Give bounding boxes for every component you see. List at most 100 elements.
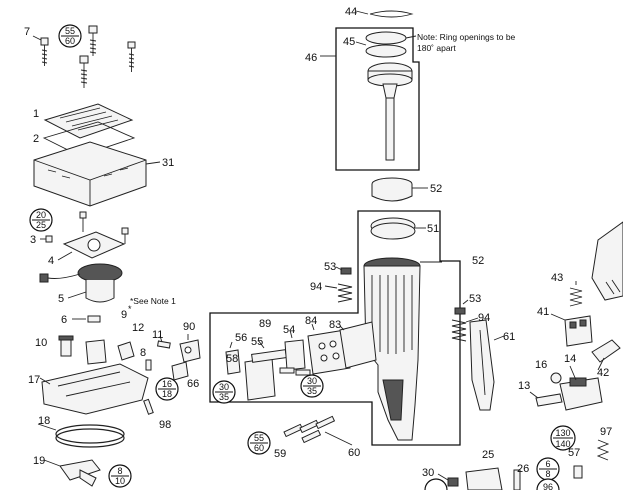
nosepiece-top-right [591, 221, 623, 301]
label-52-top: 52 [430, 183, 442, 195]
label-17: 17 [28, 374, 40, 386]
plate-4 [57, 231, 126, 261]
label-13: 13 [518, 380, 530, 392]
label-5: 5 [58, 293, 64, 305]
svg-text:60: 60 [254, 443, 264, 453]
svg-text:8: 8 [545, 469, 550, 479]
sleeve-9 [85, 339, 107, 365]
ratio-badge-30-35-left: 30 35 [212, 380, 236, 404]
fan-19 [43, 459, 101, 487]
label-59: 59 [274, 448, 286, 460]
label-26: 26 [517, 463, 529, 475]
ratio-badge-bottom-center [424, 478, 448, 490]
label-53-left: 53 [324, 261, 336, 273]
svg-text:18: 18 [162, 389, 172, 399]
label-66: 66 [187, 378, 199, 390]
o-rings-45 [355, 31, 417, 58]
label-44: 44 [345, 6, 357, 18]
svg-text:35: 35 [219, 392, 229, 402]
ratio-badge-6-8: 6 8 [536, 457, 560, 481]
ratio-badge-20-25: 20 25 [29, 208, 53, 232]
svg-text:30: 30 [219, 382, 229, 392]
ring-18 [37, 423, 125, 448]
feeder-parts [225, 321, 377, 401]
label-94-right: 94 [478, 312, 490, 324]
label-46: 46 [305, 52, 317, 64]
label-55: 55 [251, 336, 263, 348]
label-58: 58 [226, 353, 238, 365]
ring-note-line1: Note: Ring openings to be [417, 32, 516, 42]
spring-97 [596, 439, 610, 461]
motor-5 [39, 263, 123, 303]
label-12: 12 [132, 322, 144, 334]
label-53-right: 53 [469, 293, 481, 305]
label-89: 89 [259, 318, 271, 330]
pin-11 [156, 335, 171, 349]
label-52-right: 52 [472, 255, 484, 267]
svg-text:60: 60 [65, 36, 75, 46]
label-10: 10 [35, 337, 47, 349]
svg-text:55: 55 [65, 26, 75, 36]
svg-text:96: 96 [543, 482, 553, 490]
ratio-badge-130-140: 130 140 [550, 425, 576, 451]
label-98: 98 [159, 419, 171, 431]
ratio-badge-55-60-top: 55 60 [58, 24, 82, 48]
label-16: 16 [535, 359, 547, 371]
label-19: 19 [33, 455, 45, 467]
label-11: 11 [152, 329, 163, 341]
plug-53-left [335, 266, 352, 275]
svg-text:6: 6 [545, 459, 550, 469]
bottom-parts [437, 467, 521, 490]
base-17 [39, 363, 149, 415]
label-25: 25 [482, 449, 494, 461]
lever-42 [591, 339, 621, 371]
ratio-badge-30-35-right: 30 35 [300, 374, 324, 398]
spring-94-left [324, 283, 353, 303]
label-94-left: 94 [310, 281, 322, 293]
piston-driver-46 [320, 55, 413, 161]
label-2: 2 [33, 133, 39, 145]
ring-note-line2: 180˚ apart [417, 43, 456, 53]
svg-text:16: 16 [162, 379, 172, 389]
label-6: 6 [61, 314, 67, 326]
label-56: 56 [235, 332, 247, 344]
box-cylinder-assembly [209, 210, 461, 446]
label-43: 43 [551, 272, 563, 284]
svg-text:25: 25 [36, 220, 46, 230]
part-8 [145, 359, 152, 371]
part-12 [117, 341, 135, 361]
ring-51 [370, 217, 426, 240]
svg-text:35: 35 [307, 386, 317, 396]
part-6 [72, 315, 101, 323]
cap-1 [43, 103, 134, 139]
svg-text:8: 8 [117, 466, 122, 476]
snap-ring-44 [355, 10, 414, 18]
svg-text:140: 140 [555, 439, 570, 449]
ratio-badge-96: 96 [536, 478, 560, 490]
label-97: 97 [600, 426, 612, 438]
label-61: 61 [503, 331, 515, 343]
screws-3 [40, 211, 129, 244]
label-4: 4 [48, 255, 54, 267]
label-45: 45 [343, 36, 355, 48]
spring-94-right [451, 317, 479, 342]
svg-text:130: 130 [555, 428, 570, 438]
label-60: 60 [348, 447, 360, 459]
label-30: 30 [422, 467, 434, 479]
screw-57 [573, 465, 583, 479]
label-51: 51 [427, 223, 439, 235]
svg-text:55: 55 [254, 433, 264, 443]
body-14 [559, 365, 603, 411]
label-90: 90 [183, 321, 195, 333]
label-14: 14 [564, 353, 576, 365]
screw-98 [143, 398, 154, 415]
label-83: 83 [329, 319, 341, 331]
ratio-badge-8-10: 8 10 [108, 464, 132, 488]
svg-text:20: 20 [36, 210, 46, 220]
fitting-10 [58, 335, 74, 357]
spring-43 [569, 281, 583, 307]
driver-guide-61 [469, 319, 505, 411]
screws-7 [32, 25, 136, 88]
